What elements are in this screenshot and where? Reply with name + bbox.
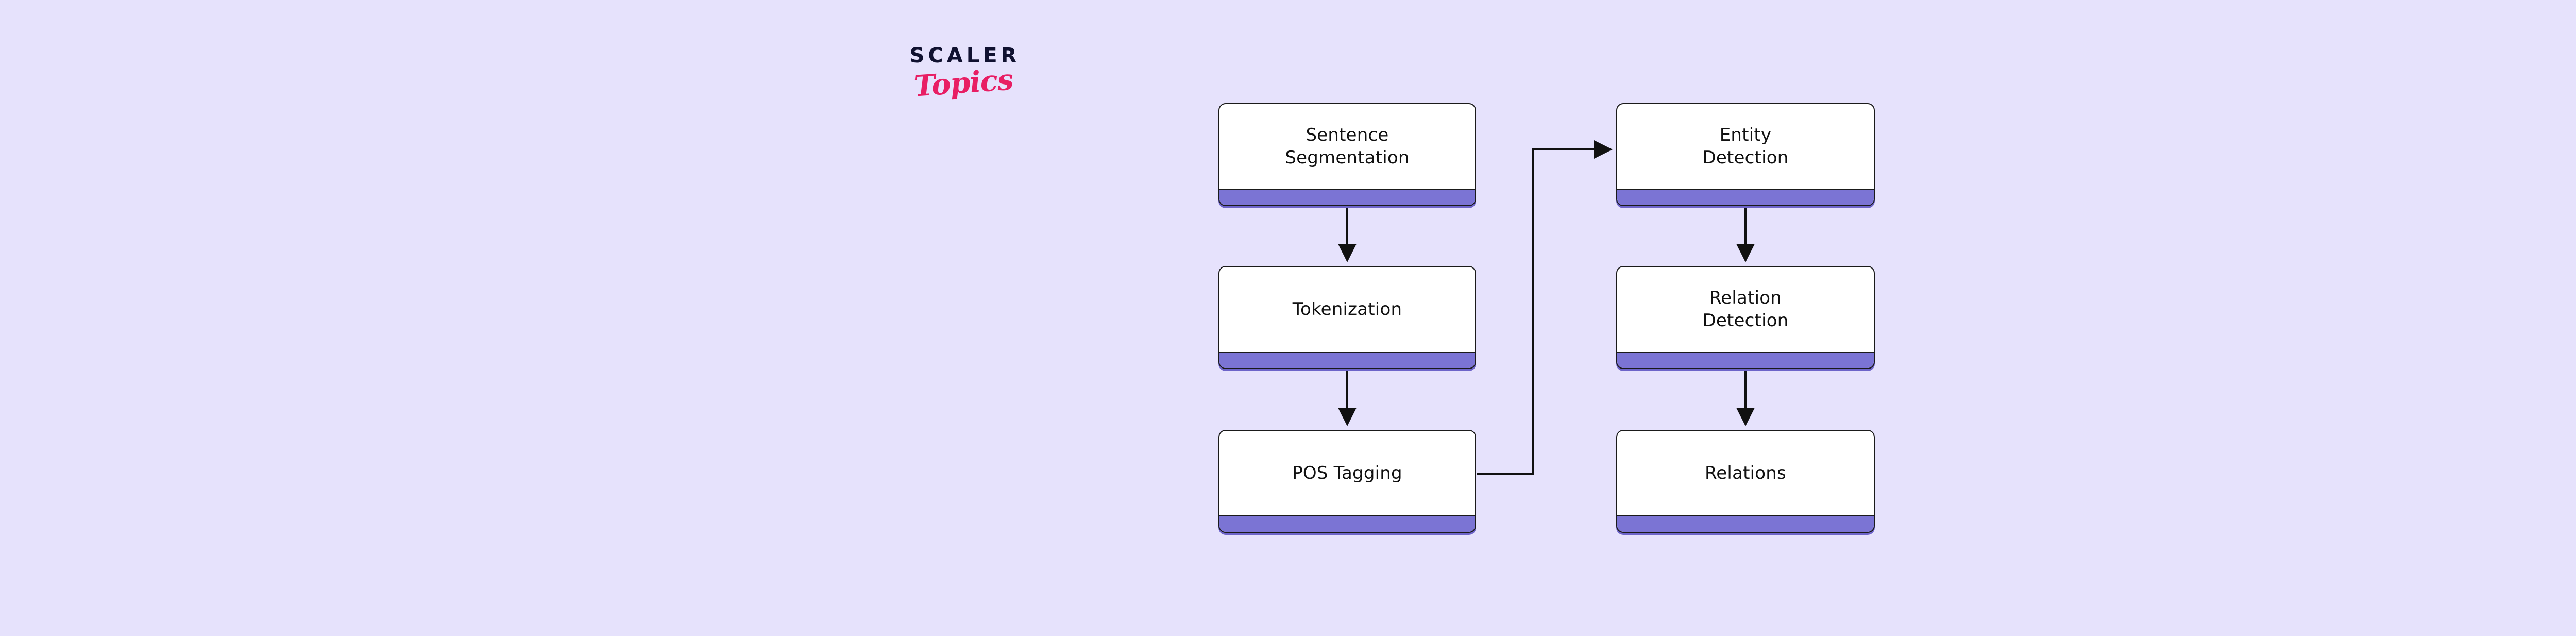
node-accent-bar-entity-detection [1617,189,1874,205]
scaler-topics-logo: SCALER Topics [894,45,1033,133]
node-relations[interactable]: Relations [1616,430,1875,533]
node-accent-bar-pos-tagging [1219,515,1475,532]
node-tokenization[interactable]: Tokenization [1218,266,1476,369]
logo-primary-text: SCALER [909,44,1021,68]
node-pos-tagging[interactable]: POS Tagging [1218,430,1476,533]
node-accent-bar-relations [1617,515,1874,532]
node-label-relation-detection: Relation Detection [1702,288,1789,331]
node-label-relations: Relations [1705,463,1786,484]
node-accent-bar-sentence-segmentation [1219,189,1475,205]
node-sentence-segmentation[interactable]: Sentence Segmentation [1218,103,1476,206]
node-label-sentence-segmentation: Sentence Segmentation [1285,125,1410,168]
node-accent-bar-tokenization [1219,352,1475,368]
node-label-pos-tagging: POS Tagging [1292,463,1402,484]
node-accent-bar-relation-detection [1617,352,1874,368]
node-relation-detection[interactable]: Relation Detection [1616,266,1875,369]
node-label-entity-detection: Entity Detection [1702,125,1789,168]
node-label-tokenization: Tokenization [1292,299,1402,320]
node-entity-detection[interactable]: Entity Detection [1616,103,1875,206]
